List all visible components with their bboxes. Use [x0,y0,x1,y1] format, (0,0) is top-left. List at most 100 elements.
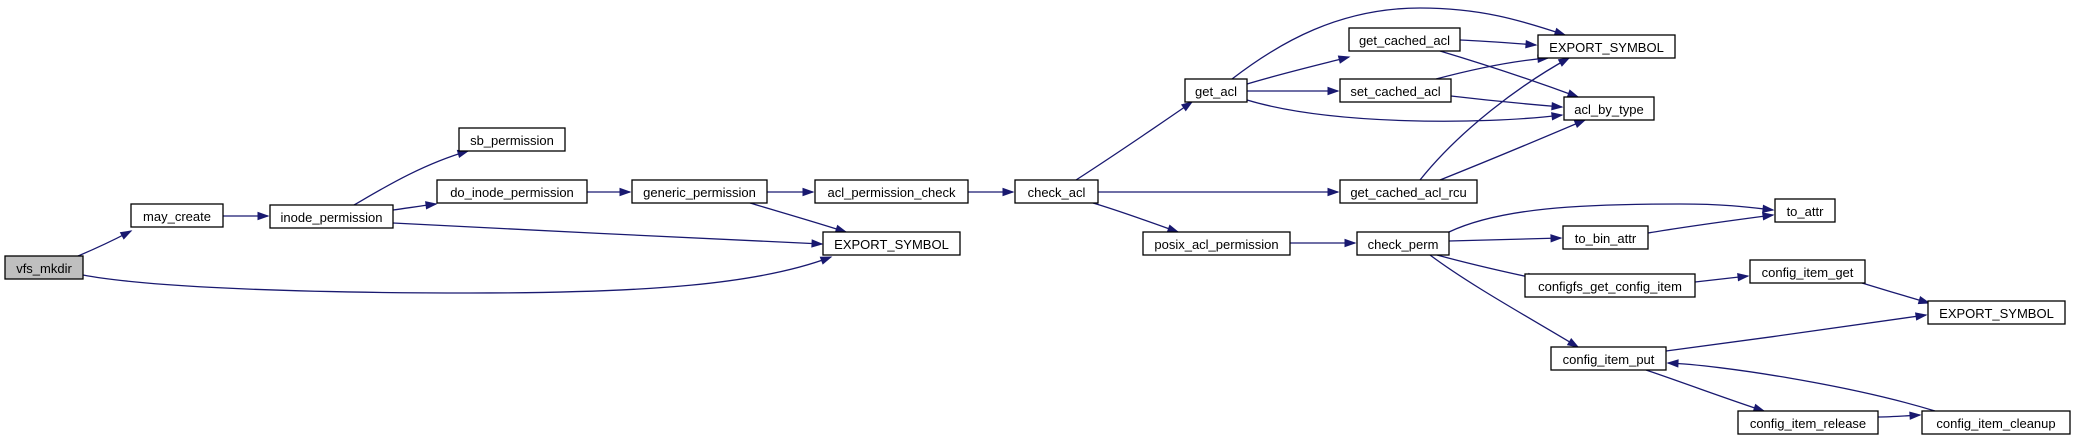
edge-line [1647,214,1774,234]
arrowhead-icon [1550,234,1563,243]
node-box [1737,410,1879,435]
node-label: config_item_cleanup [1936,416,2055,431]
arrowhead-icon [1762,212,1775,221]
arrowhead-icon [257,211,270,221]
node-export-symbol-2[interactable]: EXPORT_SYMBOL [1537,34,1676,59]
node-sb-permission[interactable]: sb_permission [458,127,566,152]
node-label: get_cached_acl [1359,33,1450,48]
node-box [1921,410,2071,435]
edge-generic_permission-to-export_symbol_1 [749,202,848,233]
node-label: check_perm [1368,237,1439,252]
edge-line [1092,202,1179,233]
node-label: posix_acl_permission [1154,237,1278,252]
edge-generic_permission-to-acl_permission_check [766,187,815,197]
node-export-symbol-1[interactable]: EXPORT_SYMBOL [822,231,961,256]
edge-to_bin_attr-to-to_attr [1647,212,1775,234]
arrowhead-icon [1573,119,1587,128]
node-box [1927,300,2066,325]
edge-get_acl-to-set_cached_acl [1247,86,1340,96]
edge-line [749,202,847,233]
edge-line [1231,7,1566,80]
arrowhead-icon [1551,112,1564,121]
arrowhead-icon [1909,411,1922,420]
arrowhead-icon [834,224,848,233]
arrowhead-icon [1180,101,1194,112]
node-box [814,179,969,204]
edge-config_item_put-to-config_item_release [1645,369,1766,412]
arrowhead-icon [1752,403,1766,412]
node-posix-acl-permission[interactable]: posix_acl_permission [1142,231,1291,256]
node-export-symbol-3[interactable]: EXPORT_SYMBOL [1927,300,2066,325]
edge-get_cached_acl_rcu-to-acl_by_type [1439,119,1587,181]
edge-line [1429,254,1579,348]
node-to-attr[interactable]: to_attr [1774,198,1836,223]
node-label: do_inode_permission [450,185,574,200]
node-do-inode-permission[interactable]: do_inode_permission [436,179,588,204]
arrowhead-icon [1737,272,1750,282]
node-box [1348,27,1461,52]
node-label: config_item_release [1750,416,1866,431]
node-to-bin-attr[interactable]: to_bin_attr [1562,225,1649,250]
node-box [1524,273,1696,298]
node-config-item-release[interactable]: config_item_release [1737,410,1879,435]
node-may-create[interactable]: may_create [130,203,224,228]
node-box [1184,78,1248,103]
node-set-cached-acl[interactable]: set_cached_acl [1339,78,1452,103]
arrowhead-icon [1557,57,1571,67]
node-box [458,127,566,152]
edge-do_inode_permission-to-generic_permission [586,187,632,197]
node-generic-permission[interactable]: generic_permission [631,179,768,204]
edge-line [1436,254,1539,280]
node-get-cached-acl-rcu[interactable]: get_cached_acl_rcu [1339,179,1478,204]
arrowhead-icon [1566,337,1580,348]
arrowhead-icon [811,239,824,248]
node-box [1339,78,1452,103]
node-label: acl_permission_check [828,185,956,200]
node-box [1562,225,1649,250]
node-label: set_cached_acl [1350,84,1440,99]
node-box [1356,231,1450,256]
edge-vfs_mkdir-to-may_create [77,230,133,257]
edge-configfs_get_config_item-to-config_item_get [1694,272,1750,283]
edge-line [1667,362,1936,412]
edge-may_create-to-inode_permission [222,211,270,221]
node-get-acl[interactable]: get_acl [1184,78,1248,103]
edge-get_acl-to-export_symbol_2 [1231,7,1567,80]
node-box [1142,231,1291,256]
node-check-acl[interactable]: check_acl [1014,179,1099,204]
node-label: EXPORT_SYMBOL [834,237,949,252]
node-label: vfs_mkdir [16,261,72,276]
node-label: EXPORT_SYMBOL [1549,40,1664,55]
node-configfs-get-config-item[interactable]: configfs_get_config_item [1524,273,1696,298]
arrowhead-icon [1666,359,1679,368]
node-config-item-put[interactable]: config_item_put [1550,346,1667,371]
node-config-item-cleanup[interactable]: config_item_cleanup [1921,410,2071,435]
node-config-item-get[interactable]: config_item_get [1749,259,1866,284]
node-label: may_create [143,209,211,224]
arrowhead-icon [1166,224,1180,233]
node-acl-permission-check[interactable]: acl_permission_check [814,179,969,204]
edge-config_item_release-to-config_item_cleanup [1877,411,1922,420]
node-inode-permission[interactable]: inode_permission [269,204,394,229]
node-acl-by-type[interactable]: acl_by_type [1563,96,1655,121]
node-box [822,231,961,256]
nodes-layer: vfs_mkdir may_create inode_permission sb_pe… [4,27,2071,435]
edge-get_acl-to-acl_by_type [1246,99,1564,122]
edge-line [1645,369,1765,412]
node-vfs-mkdir[interactable]: vfs_mkdir [4,255,84,280]
node-label: generic_permission [643,185,756,200]
node-label: configfs_get_config_item [1538,279,1682,294]
edge-line [82,256,832,294]
node-check-perm[interactable]: check_perm [1356,231,1450,256]
node-box [631,179,768,204]
edge-line [392,222,823,245]
node-get-cached-acl[interactable]: get_cached_acl [1348,27,1461,52]
arrowhead-icon [1002,187,1015,197]
edge-check_acl-to-get_cached_acl_rcu [1098,187,1340,197]
edge-line [1448,237,1562,242]
edge-config_item_cleanup-to-config_item_put [1666,359,1936,412]
edge-check_perm-to-to_attr [1448,203,1775,233]
arrowhead-icon [1327,86,1340,96]
edge-acl_permission_check-to-check_acl [967,187,1015,197]
